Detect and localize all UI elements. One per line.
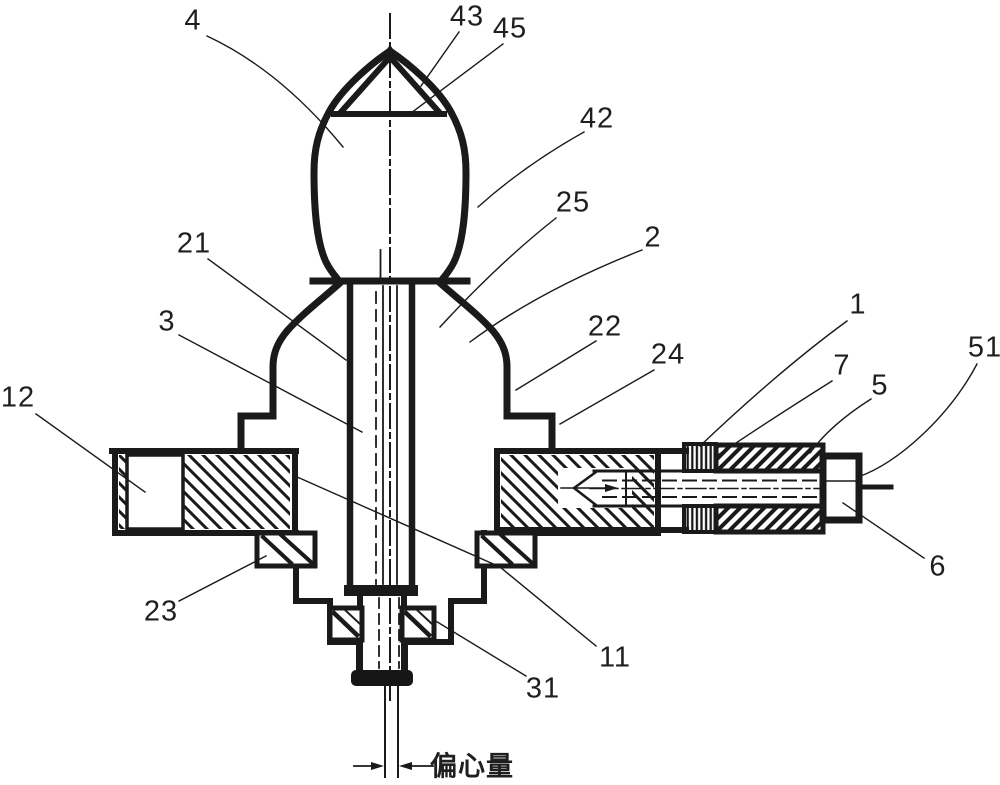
nut-23 [254, 530, 318, 569]
part-label-5: 5 [871, 369, 889, 402]
part-label-12: 12 [0, 381, 36, 414]
dimension-arrows [353, 762, 434, 770]
pointer-arrow [560, 484, 618, 492]
left-flange [109, 448, 299, 536]
part-label-45: 45 [492, 12, 528, 45]
part-label-21: 21 [176, 227, 212, 260]
part-label-7: 7 [833, 349, 851, 382]
part-label-51: 51 [967, 331, 1000, 364]
part-label-11: 11 [598, 641, 632, 674]
eccentric-rod [384, 685, 399, 778]
bottom-nut [351, 670, 413, 686]
adjusting-bolt [558, 468, 851, 508]
part-label-3: 3 [158, 305, 176, 338]
body-bell [237, 278, 556, 451]
part-label-22: 22 [587, 310, 623, 343]
sleeve [713, 442, 826, 535]
part-label-6: 6 [929, 550, 947, 583]
cone-tip-triangle [331, 52, 447, 117]
part-label-2: 2 [644, 221, 662, 254]
nut-right [474, 530, 538, 569]
part-label-1: 1 [849, 288, 867, 321]
part-label-42: 42 [579, 102, 615, 135]
part-label-23: 23 [143, 595, 179, 628]
central-shaft [344, 280, 418, 596]
part-label-43: 43 [449, 0, 485, 33]
part-label-31: 31 [525, 672, 561, 705]
leader-lines [35, 31, 978, 677]
gland-31 [327, 605, 437, 643]
part-label-25: 25 [555, 186, 591, 219]
part-label-24: 24 [650, 338, 686, 371]
part-label-4: 4 [184, 4, 202, 37]
eccentricity-dimension-label: 偏心量 [430, 751, 514, 783]
